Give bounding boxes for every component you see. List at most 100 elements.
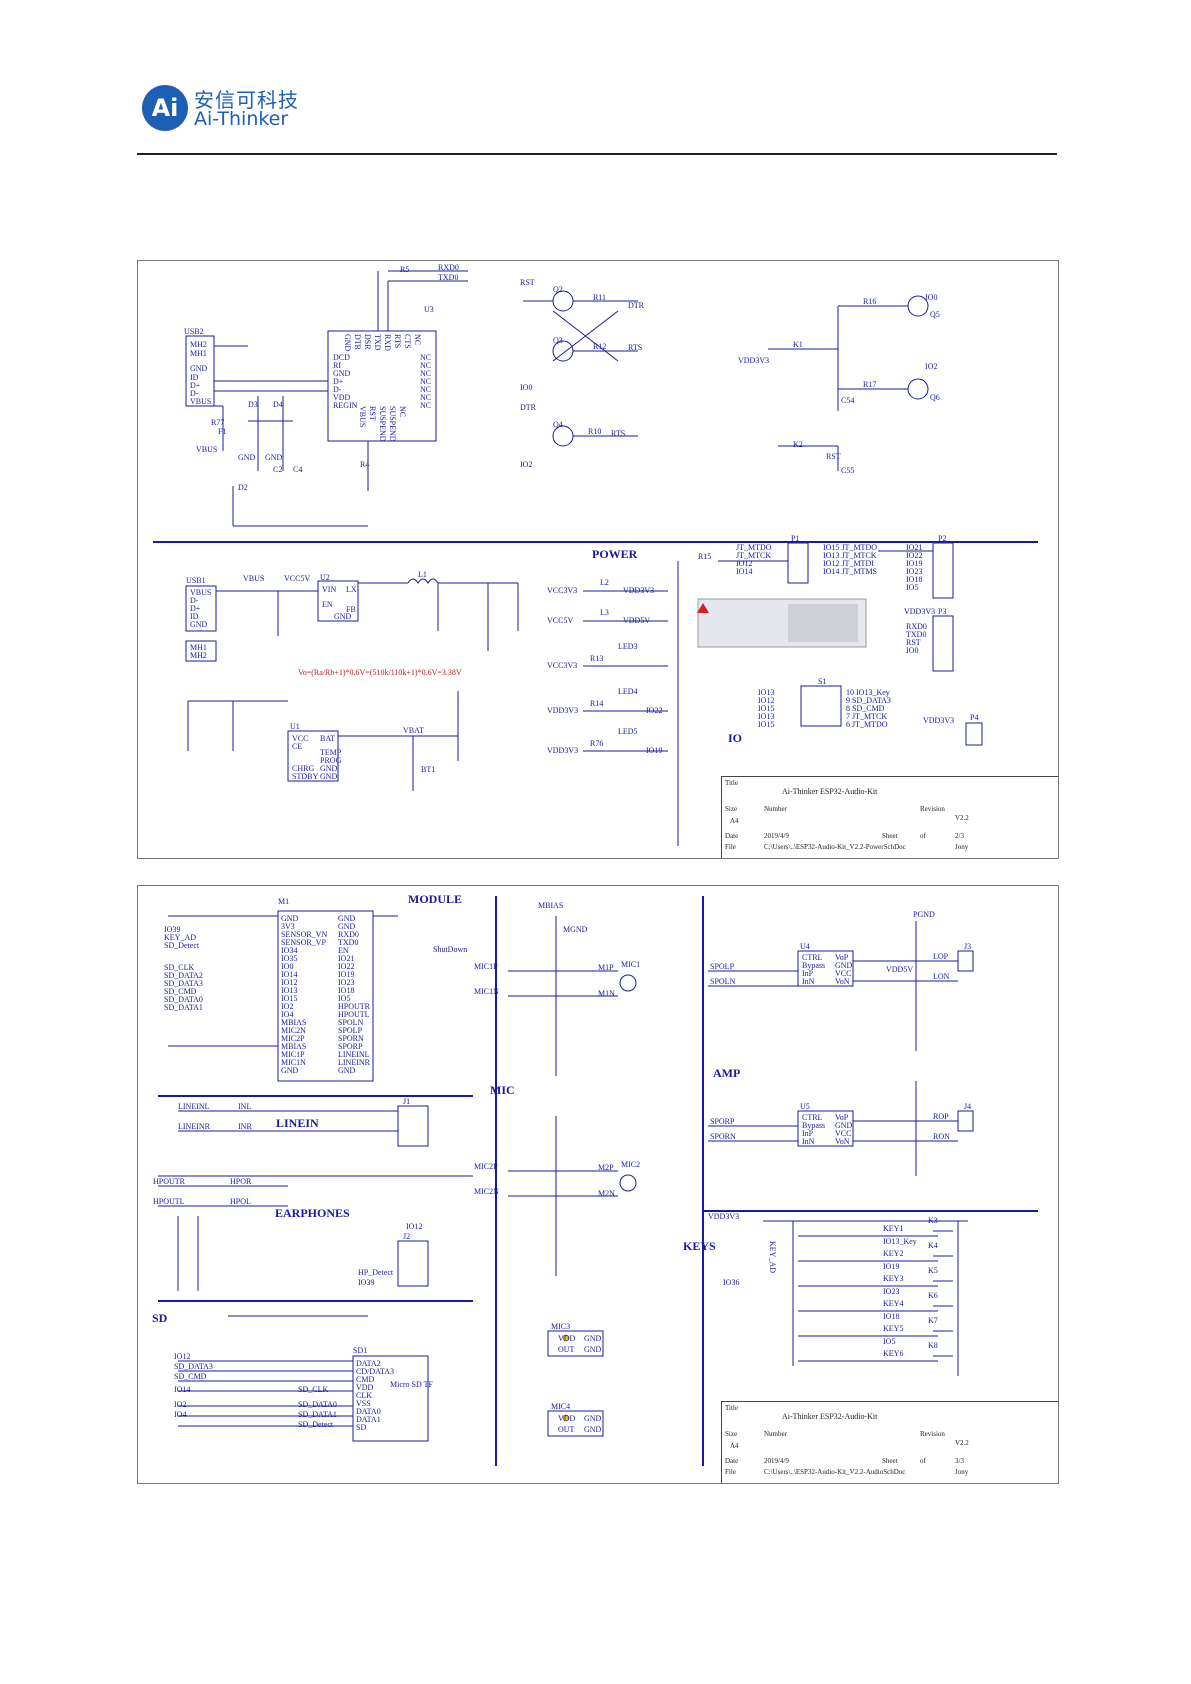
part-ref: R12: [593, 342, 607, 351]
key-io: IO13_Key: [883, 1237, 917, 1246]
tb-title-label: Title: [725, 779, 738, 787]
led-net: VDD3V3: [547, 746, 579, 755]
usb1-pin: D+: [190, 604, 201, 613]
mic-pin: GND: [584, 1425, 602, 1434]
m1-net: SD_DATA1: [164, 1003, 203, 1012]
part-ref: C54: [841, 396, 855, 405]
m1-right-pin: IO5: [338, 994, 351, 1003]
sheet1-wiring: [153, 270, 1038, 846]
s1-left: IO13: [758, 712, 775, 721]
tb-drawn-by: Jony: [955, 843, 969, 851]
tb-size-label: Size: [725, 805, 738, 813]
amp-jack: J4: [964, 1102, 972, 1111]
u3-top-pin: DTR: [353, 334, 362, 350]
amp-pin: CTRL: [802, 1113, 823, 1122]
net-label: IO0: [520, 383, 533, 392]
keys-vdd-net: VDD3V3: [708, 1212, 740, 1221]
p4-net: VDD3V3: [923, 716, 955, 725]
amp-ic: U5: [800, 1102, 810, 1111]
mic-net: M1N: [598, 989, 615, 998]
mic-net: MGND: [563, 925, 588, 934]
sd-pin: CMD: [356, 1375, 375, 1384]
m1-right-pin: SPORP: [338, 1042, 363, 1051]
net-label: RXD0: [438, 263, 459, 272]
part-ref: Q2: [553, 285, 563, 294]
section-label-amp: AMP: [713, 1066, 741, 1080]
key-switch: K7: [928, 1316, 938, 1325]
tb-size: A4: [730, 817, 739, 825]
mic-pin: VDD: [558, 1414, 576, 1423]
led-resistor: R14: [590, 699, 604, 708]
tb-title: Ai-Thinker ESP32-Audio-Kit: [782, 1412, 878, 1421]
m1-left-pin: MBIAS: [281, 1042, 307, 1051]
net-label: IO0: [925, 293, 938, 302]
charger-pin: BAT: [320, 734, 336, 743]
section-label-keys: KEYS: [683, 1239, 716, 1253]
s1-left: IO13: [758, 688, 775, 697]
m1-right-pin: GND: [338, 1066, 356, 1075]
amp-net: RON: [933, 1132, 950, 1141]
m1-net: SD_DATA3: [164, 979, 203, 988]
linein-net: INL: [238, 1102, 252, 1111]
part-ref: Q6: [930, 393, 940, 402]
m1-net: SD_DATA2: [164, 971, 203, 980]
linein-net: LINEINL: [178, 1102, 210, 1111]
mic-net: M1P: [598, 963, 614, 972]
linein-net: LINEINR: [178, 1122, 210, 1131]
u3-bottom-pin: SUSPEND: [378, 406, 387, 442]
m1-right-pin: SPOLN: [338, 1018, 364, 1027]
rail-part: L2: [600, 578, 609, 587]
part-ref: D2: [238, 483, 248, 492]
key-switch: K8: [928, 1341, 938, 1350]
amp-net: PGND: [913, 910, 935, 919]
mic-net: MBIAS: [538, 901, 564, 910]
part-ref: R5: [400, 265, 410, 274]
key-switch: K3: [928, 1216, 938, 1225]
u2-pin: EN: [322, 600, 333, 609]
tb-of-label: of: [920, 832, 926, 840]
charger-pin: STDBY: [292, 772, 319, 781]
m1-right-pin: IO22: [338, 962, 355, 971]
amp-pin: CTRL: [802, 953, 823, 962]
p3-net: VDD3V3: [904, 607, 936, 616]
u3-ref: U3: [424, 305, 434, 314]
section-label-module: MODULE: [408, 892, 462, 906]
amp-pin: VoN: [835, 977, 850, 986]
ear-net: HP_Detect: [358, 1268, 394, 1277]
s1-left: IO15: [758, 704, 775, 713]
amp-pin: VoP: [835, 1113, 849, 1122]
usb1-pin: MH1: [190, 643, 207, 652]
s1-right: 7 JT_MTCK: [846, 712, 888, 721]
u3-bottom-pin: VBUS: [358, 406, 367, 428]
u3-right-pin: NC: [420, 377, 432, 386]
s1-right: 8 SD_CMD: [846, 704, 885, 713]
p3-net: IO0: [906, 646, 919, 655]
net-label: TXD0: [438, 273, 459, 282]
led-ref: LED5: [618, 727, 638, 736]
net-label: GND: [238, 453, 256, 462]
key-label: KEY1: [883, 1224, 904, 1233]
part-ref: R77: [211, 418, 225, 427]
tb-sheet-label: Sheet: [882, 1457, 898, 1465]
s1-left: IO12: [758, 696, 775, 705]
section-label-power: POWER: [592, 547, 638, 561]
rail-from: VCC3V3: [547, 586, 578, 595]
part-ref: R16: [863, 297, 877, 306]
keys-ad-net: KEY_AD: [768, 1241, 777, 1273]
u3-top-pin: RXD: [383, 334, 392, 351]
m1-left-pin: SENSOR_VN: [281, 930, 328, 939]
section-label-earphones: EARPHONES: [275, 1206, 350, 1220]
amp-net: SPOLP: [710, 962, 735, 971]
tb-date-label: Date: [725, 1457, 739, 1465]
sd-net: SD_DATA1: [298, 1410, 337, 1419]
u3-left-pin: GND: [333, 369, 351, 378]
part-ref: C4: [293, 465, 303, 474]
m1-left-pin: 3V3: [281, 922, 295, 931]
p2-net: IO22: [906, 551, 923, 560]
mic-pin: GND: [584, 1345, 602, 1354]
mic-part: MIC3: [551, 1322, 571, 1331]
u3-top-pin: RTS: [393, 334, 402, 349]
p2-ref: P2: [938, 534, 947, 543]
jtag-connector: P1: [791, 534, 800, 543]
amp-ic: U4: [800, 942, 810, 951]
